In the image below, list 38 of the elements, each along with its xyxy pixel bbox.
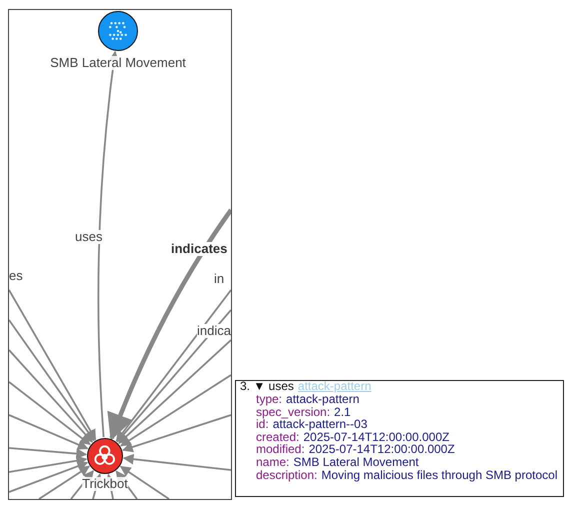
arrow xyxy=(118,339,231,444)
field-key: name: xyxy=(256,455,290,469)
field-value: 2025-07-14T12:00:00.000Z xyxy=(308,442,455,456)
arrow xyxy=(9,455,88,473)
edge-label: indicates xyxy=(171,242,228,256)
node-label: SMB Lateral Movement xyxy=(50,56,186,70)
field-value: Moving malicious files through SMB protocol xyxy=(321,468,558,482)
arrow xyxy=(38,466,90,499)
node-label: Trickbot xyxy=(82,477,128,491)
field-key: modified: xyxy=(256,442,305,456)
arrow xyxy=(9,349,93,443)
arrow xyxy=(122,414,231,452)
type-link: attack-pattern xyxy=(298,379,372,393)
arrow xyxy=(9,381,91,446)
field-value: attack-pattern--03 xyxy=(272,417,368,432)
field-key: created: xyxy=(256,430,300,444)
arrow xyxy=(9,461,88,493)
arrow xyxy=(9,319,95,442)
arrow xyxy=(108,208,231,441)
edge-label: in xyxy=(214,272,224,286)
field-key: id: xyxy=(256,417,269,432)
arrow xyxy=(122,454,231,471)
field-key: type: xyxy=(256,392,282,406)
field-value: 2025-07-14T12:00:00.000Z xyxy=(303,430,450,444)
field-value: SMB Lateral Movement xyxy=(293,455,419,469)
arrow xyxy=(9,414,89,450)
field-value: attack-pattern xyxy=(286,392,360,406)
edge-label: indica xyxy=(197,324,231,338)
field-value: 2.1 xyxy=(334,404,351,419)
arrow xyxy=(9,290,96,440)
field-key: spec_version: xyxy=(256,404,330,419)
list-heading: 3. ▼ uses xyxy=(240,379,294,393)
arrow xyxy=(9,447,88,459)
edge-label: uses xyxy=(75,230,102,244)
arrow xyxy=(98,50,120,438)
arrow xyxy=(120,466,170,499)
field-key: description: xyxy=(256,468,318,482)
arrow xyxy=(120,374,231,446)
